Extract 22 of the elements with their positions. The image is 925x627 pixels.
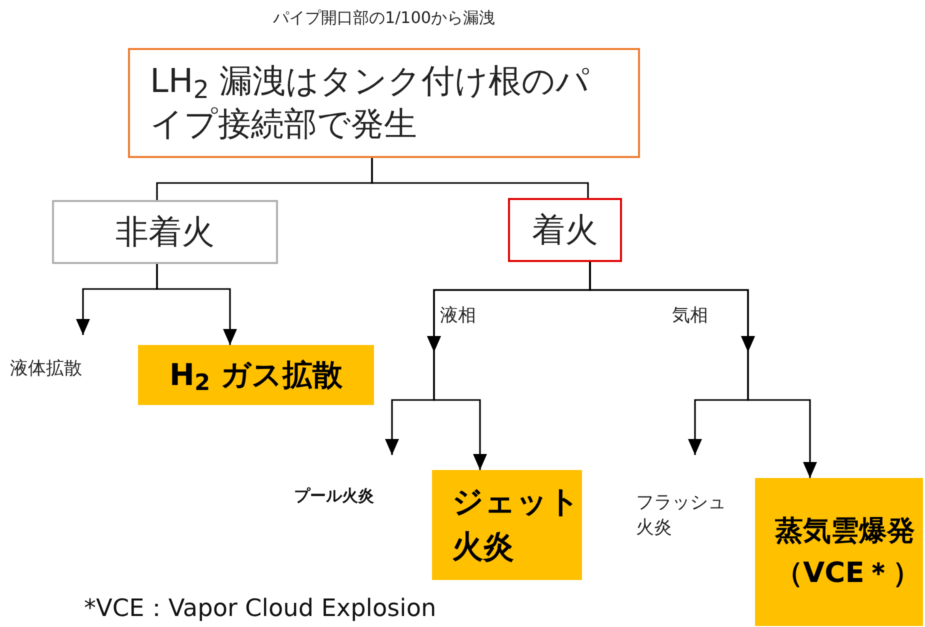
- node-text: フラッシュ火炎: [636, 490, 727, 540]
- branch-label: 液相: [440, 304, 476, 328]
- outcome-box: [755, 478, 923, 626]
- node-text: 液体拡散: [10, 357, 82, 381]
- process-box: [508, 198, 622, 262]
- process-box: [128, 48, 640, 158]
- outcome-box: [432, 470, 582, 580]
- footnote-text: *VCE：Vapor Cloud Explosion: [84, 593, 436, 624]
- annotation-text: パイプ開口部の1/100から漏洩: [272, 7, 496, 29]
- node-text: LH$_{2}$ 漏洩はタンク付け根のパイプ接続部で発生: [150, 60, 590, 145]
- outcome-box: [138, 345, 374, 405]
- connector-line: [371, 158, 589, 198]
- process-box: [52, 200, 278, 264]
- node-text: ジェット火炎: [452, 483, 581, 567]
- arrow: [589, 262, 817, 478]
- node-text: H$_{2}$ ガス拡散: [169, 356, 343, 398]
- node-text: プール火炎: [294, 485, 374, 507]
- node-text: 非着火: [116, 211, 214, 254]
- arrow: [156, 264, 237, 345]
- node-text: 着火: [532, 209, 598, 252]
- node-text: 蒸気雲爆発（VCE＊）: [775, 513, 922, 591]
- branch-label: 気相: [672, 304, 708, 328]
